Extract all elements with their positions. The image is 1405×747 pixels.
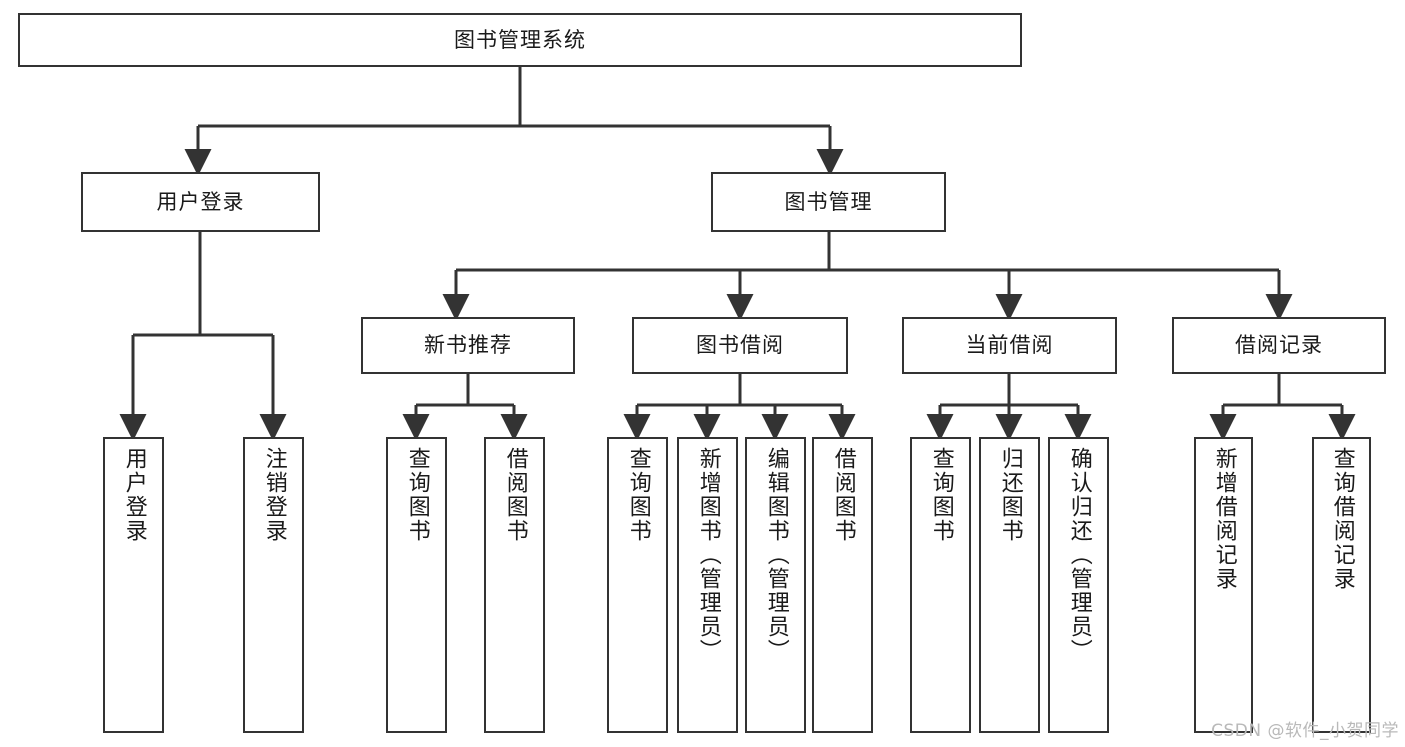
leaf-borrow-query-book[interactable]: 查询图书 bbox=[607, 437, 668, 733]
leaf-current-query-book[interactable]: 查询图书 bbox=[910, 437, 971, 733]
leaf-current-confirm-return-label: 确认归还（管理员） bbox=[1066, 447, 1092, 663]
node-book-borrow[interactable]: 图书借阅 bbox=[632, 317, 848, 374]
leaf-current-return-book[interactable]: 归还图书 bbox=[979, 437, 1040, 733]
leaf-record-query-record-label: 查询借阅记录 bbox=[1329, 447, 1355, 591]
leaf-user-login-signin-label: 用户登录 bbox=[121, 447, 147, 543]
leaf-user-login-signout[interactable]: 注销登录 bbox=[243, 437, 304, 733]
leaf-borrow-edit-book-label: 编辑图书（管理员） bbox=[763, 447, 789, 663]
leaf-borrow-add-book-label: 新增图书（管理员） bbox=[695, 447, 721, 663]
leaf-current-return-book-label: 归还图书 bbox=[997, 447, 1023, 543]
node-book-borrow-label: 图书借阅 bbox=[696, 333, 784, 358]
node-root-label: 图书管理系统 bbox=[454, 27, 586, 52]
leaf-user-login-signin[interactable]: 用户登录 bbox=[103, 437, 164, 733]
leaf-recommend-query-book[interactable]: 查询图书 bbox=[386, 437, 447, 733]
node-current-borrow[interactable]: 当前借阅 bbox=[902, 317, 1117, 374]
node-book-management-label: 图书管理 bbox=[784, 189, 873, 214]
node-user-login-label: 用户登录 bbox=[156, 189, 245, 214]
leaf-record-query-record[interactable]: 查询借阅记录 bbox=[1312, 437, 1371, 733]
leaf-current-confirm-return[interactable]: 确认归还（管理员） bbox=[1048, 437, 1109, 733]
node-new-book-recommend[interactable]: 新书推荐 bbox=[361, 317, 575, 374]
node-borrow-record-label: 借阅记录 bbox=[1235, 333, 1323, 358]
node-current-borrow-label: 当前借阅 bbox=[965, 333, 1054, 358]
leaf-user-login-signout-label: 注销登录 bbox=[261, 447, 287, 543]
leaf-recommend-borrow-book[interactable]: 借阅图书 bbox=[484, 437, 545, 733]
leaf-borrow-add-book[interactable]: 新增图书（管理员） bbox=[677, 437, 738, 733]
leaf-borrow-query-book-label: 查询图书 bbox=[625, 447, 651, 543]
node-borrow-record[interactable]: 借阅记录 bbox=[1172, 317, 1386, 374]
node-root[interactable]: 图书管理系统 bbox=[18, 13, 1022, 67]
leaf-borrow-edit-book[interactable]: 编辑图书（管理员） bbox=[745, 437, 806, 733]
leaf-borrow-borrow-book[interactable]: 借阅图书 bbox=[812, 437, 873, 733]
node-new-book-recommend-label: 新书推荐 bbox=[424, 333, 512, 358]
leaf-record-add-record[interactable]: 新增借阅记录 bbox=[1194, 437, 1253, 733]
leaf-recommend-query-book-label: 查询图书 bbox=[404, 447, 430, 543]
leaf-record-add-record-label: 新增借阅记录 bbox=[1211, 447, 1237, 591]
leaf-borrow-borrow-book-label: 借阅图书 bbox=[830, 447, 856, 543]
leaf-current-query-book-label: 查询图书 bbox=[928, 447, 954, 543]
node-user-login[interactable]: 用户登录 bbox=[81, 172, 320, 232]
leaf-recommend-borrow-book-label: 借阅图书 bbox=[502, 447, 528, 543]
watermark-text: CSDN @软件_小贺同学 bbox=[1211, 721, 1399, 741]
node-book-management[interactable]: 图书管理 bbox=[711, 172, 946, 232]
